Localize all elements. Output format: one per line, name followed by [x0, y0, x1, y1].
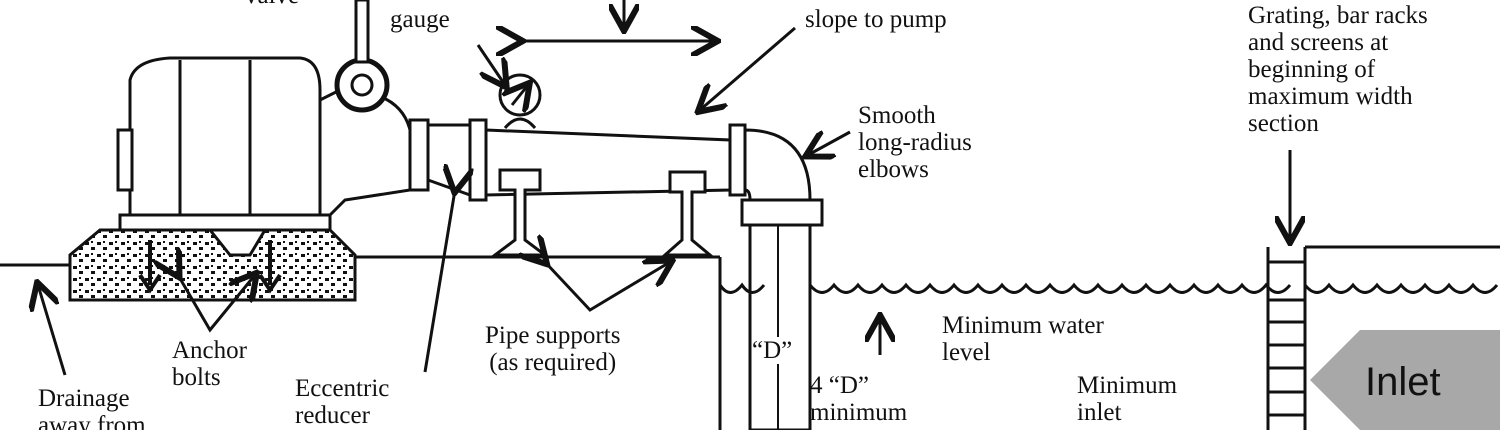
discharge-pipe — [354, 0, 370, 64]
pipe-support-left — [490, 168, 550, 257]
anchor-bolts-line: Anchor — [172, 337, 247, 364]
grating-line: maximum width — [1248, 83, 1413, 110]
grating-line: beginning of — [1248, 56, 1376, 83]
reducer-line: Eccentric — [295, 375, 390, 402]
eccentric-reducer — [426, 123, 472, 198]
label-pipe-supports: Pipe supports (as required) — [485, 322, 620, 376]
elbows-line: elbows — [858, 156, 929, 183]
discharge-flange — [334, 57, 390, 113]
pipe-support-right — [661, 170, 715, 257]
concrete-foundation — [68, 228, 357, 302]
motor — [128, 56, 322, 217]
grating-line: Grating, bar racks — [1248, 2, 1428, 29]
elbows-line: Smooth — [858, 102, 936, 129]
label-anchor-bolts: Anchor bolts — [172, 337, 247, 391]
grating-line: and screens at — [1248, 29, 1389, 56]
drainage-line: away from — [38, 412, 146, 430]
four-d-line: minimum — [810, 399, 908, 426]
pipe-supports-line: (as required) — [489, 349, 617, 376]
label-grating: Grating, bar racks and screens at beginn… — [1248, 2, 1428, 137]
water-level-line: Minimum water — [942, 312, 1104, 339]
min-inlet-line: inlet — [1077, 399, 1122, 426]
label-4d-minimum: 4 “D” minimum — [810, 372, 907, 426]
four-d-line: 4 “D” — [810, 372, 869, 399]
label-eccentric-reducer: Eccentric reducer — [295, 375, 389, 429]
pipe-supports-line: Pipe supports — [485, 322, 621, 349]
drainage-line: Drainage — [38, 385, 130, 412]
label-d: “D” — [752, 337, 793, 364]
motor-base — [118, 213, 332, 232]
min-inlet-line: Minimum — [1077, 372, 1178, 399]
label-minimum-inlet: Minimum inlet — [1077, 372, 1177, 426]
label-valve: valve — [245, 0, 299, 9]
elbows-line: long-radius — [858, 129, 972, 156]
water-surface — [718, 282, 1499, 294]
reducer-line: reducer — [295, 402, 370, 429]
label-drainage: Drainage away from — [38, 385, 146, 430]
anchor-bolts-line: bolts — [172, 364, 221, 391]
inlet-arrow — [1310, 330, 1500, 430]
label-inlet: Inlet — [1365, 360, 1441, 404]
water-level-line: level — [942, 339, 991, 366]
label-slope: slope to pump — [805, 6, 947, 33]
anchor-bolt-right — [258, 240, 282, 294]
grating-line: section — [1248, 110, 1319, 137]
long-radius-elbow — [743, 128, 812, 202]
label-elbows: Smooth long-radius elbows — [858, 102, 972, 183]
suction-riser — [748, 223, 812, 430]
grating-bar-rack — [1266, 247, 1307, 430]
label-water-level: Minimum water level — [942, 312, 1104, 366]
label-gauge: gauge — [390, 6, 450, 33]
